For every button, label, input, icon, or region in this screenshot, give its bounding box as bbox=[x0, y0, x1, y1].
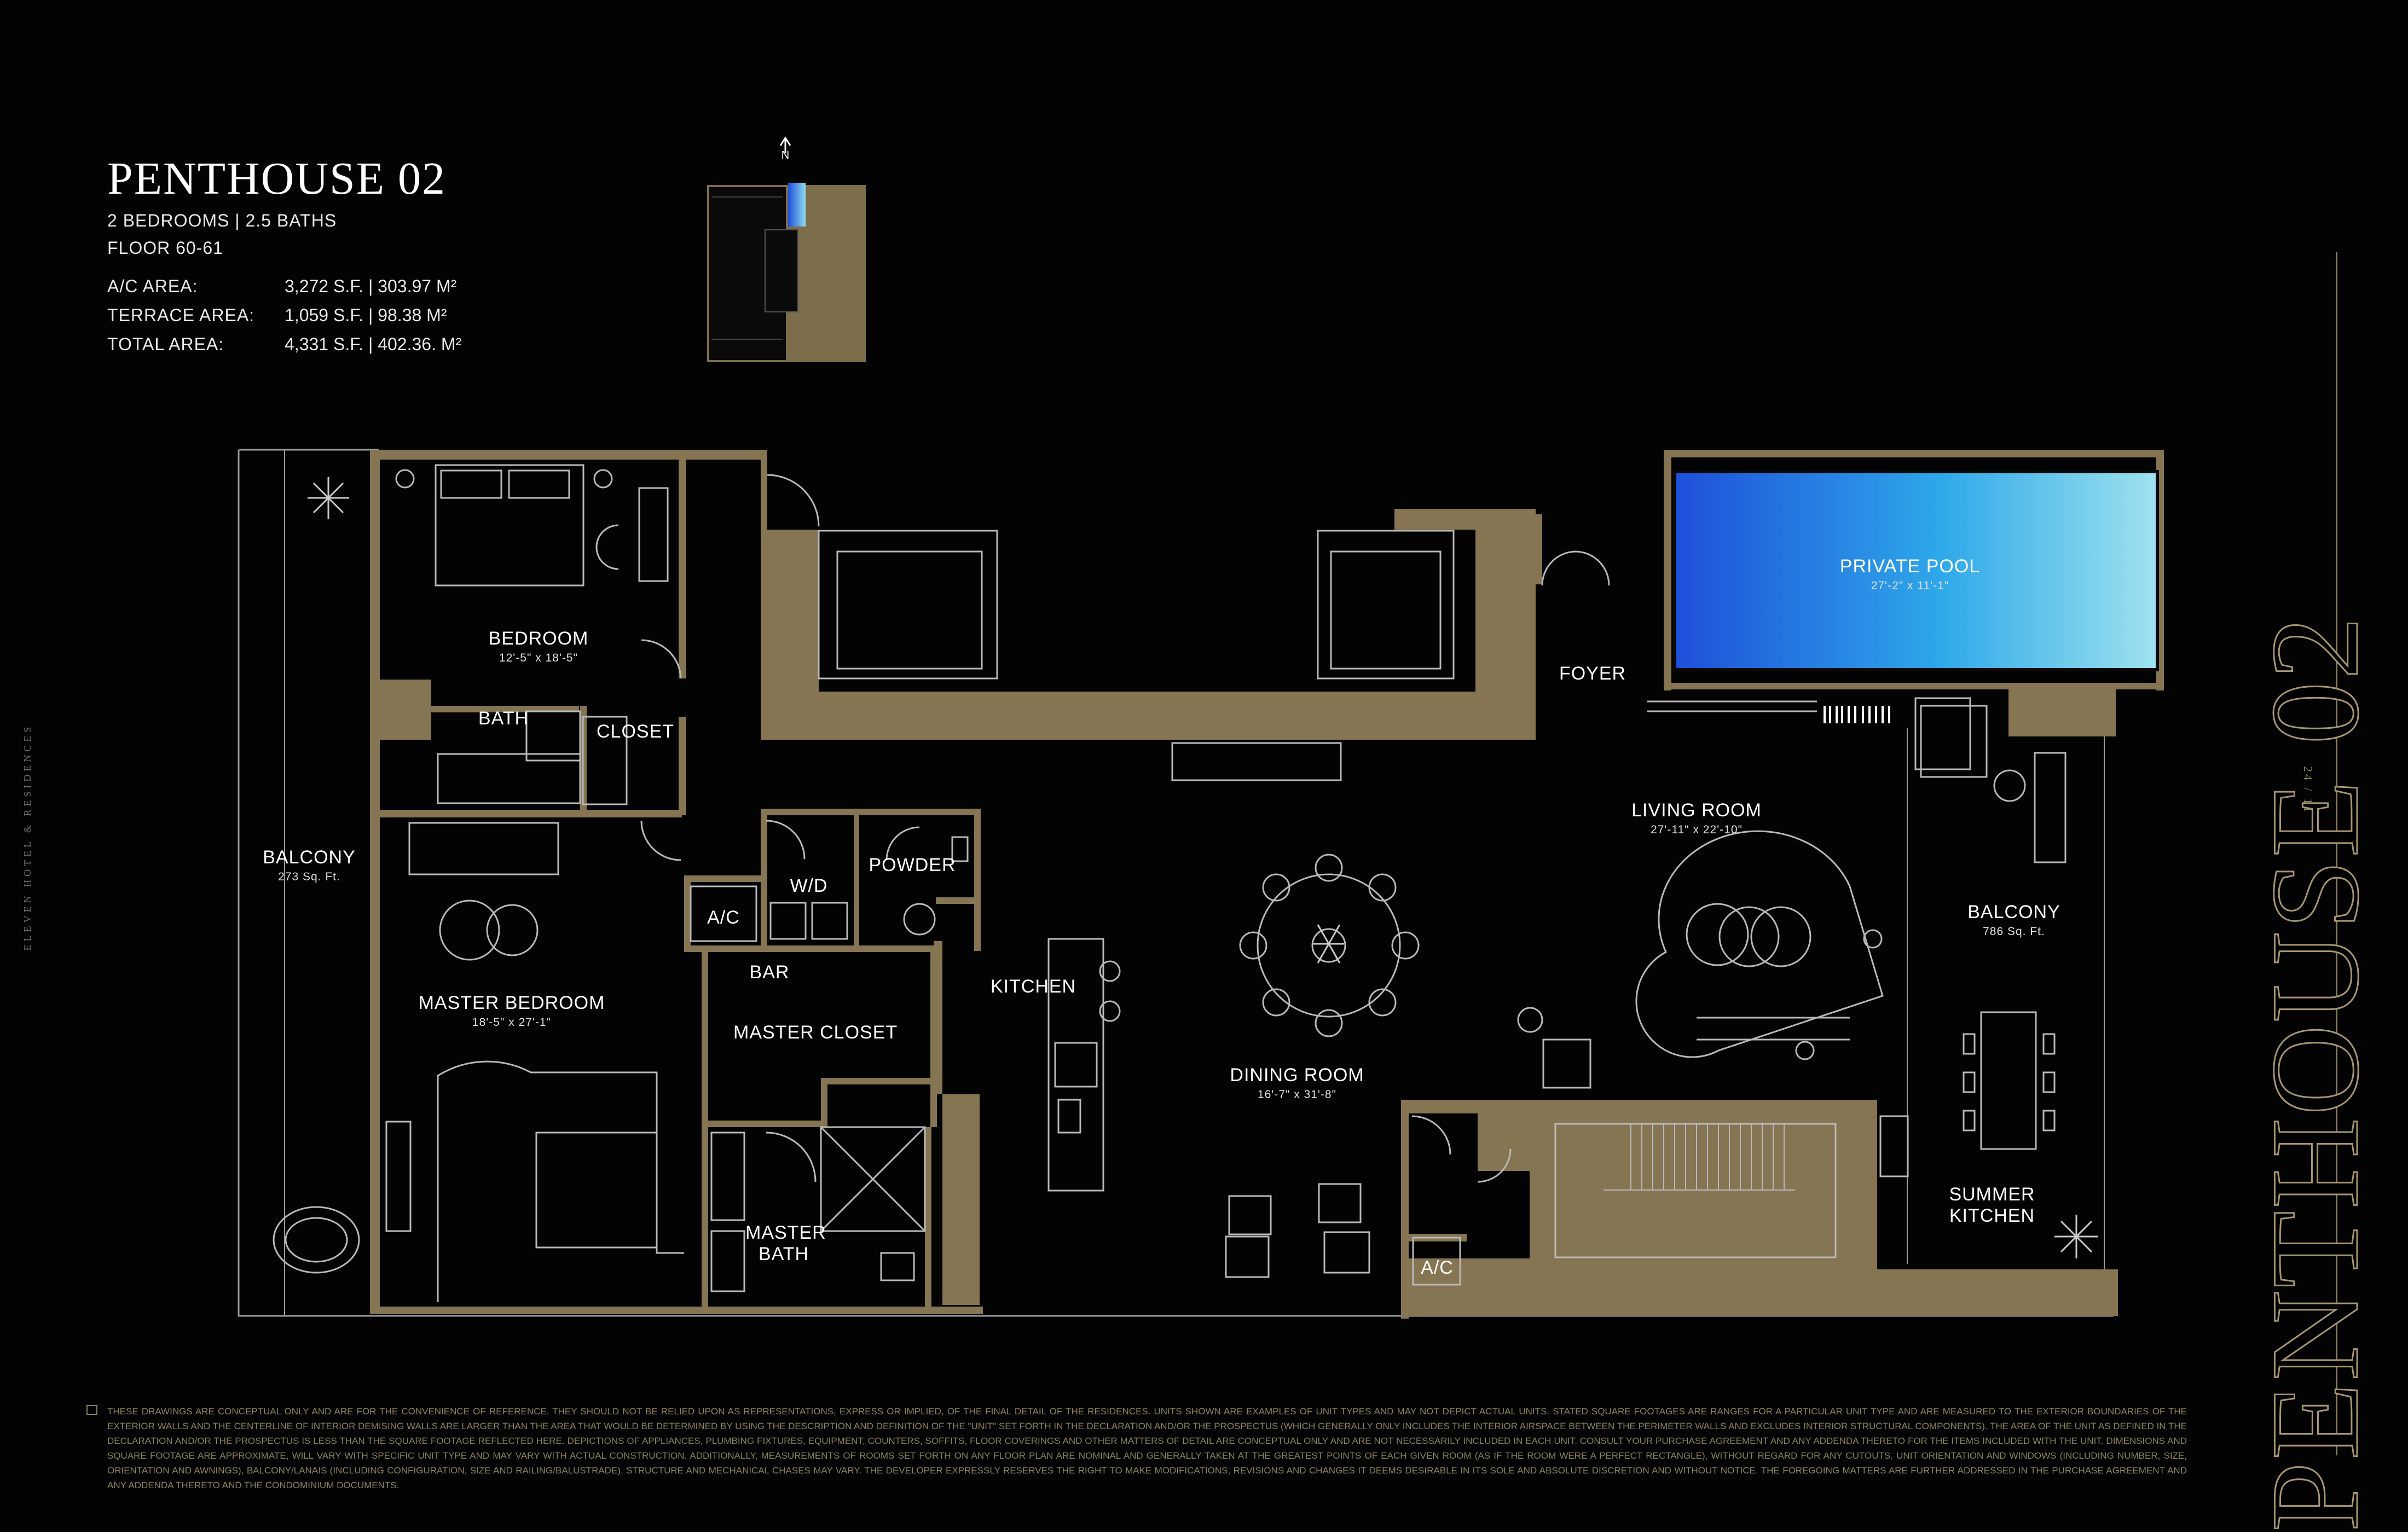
room-wd: W/D bbox=[782, 875, 836, 897]
room-ac-2-name: A/C bbox=[1421, 1257, 1454, 1278]
room-bedroom-dims: 12'-5" x 18'-5" bbox=[499, 652, 578, 664]
room-master-closet-name: MASTER CLOSET bbox=[733, 1022, 898, 1043]
room-dining-room: DINING ROOM 16'-7" x 31'-8" bbox=[1215, 1065, 1379, 1101]
room-living-room: LIVING ROOM 27'-11" x 22'-10" bbox=[1614, 800, 1779, 837]
room-closet: CLOSET bbox=[597, 721, 675, 742]
stat-terrace-label: TERRACE AREA: bbox=[107, 305, 255, 325]
stat-ac-value: 3,272 S.F. | 303.97 M² bbox=[285, 276, 457, 296]
home-icon bbox=[86, 1405, 97, 1415]
room-balcony-east: BALCONY 786 Sq. Ft. bbox=[1959, 902, 2069, 938]
room-foyer: FOYER bbox=[1554, 663, 1631, 684]
unit-title: PENTHOUSE 02 bbox=[107, 153, 447, 204]
stat-ac-label: A/C AREA: bbox=[107, 276, 198, 296]
room-ac-1: A/C bbox=[696, 907, 751, 929]
room-master-closet: MASTER CLOSET bbox=[733, 1022, 898, 1043]
stat-total-value: 4,331 S.F. | 402.36. M² bbox=[285, 334, 462, 354]
room-private-pool-dims: 27'-2" x 11'-1" bbox=[1871, 579, 1949, 592]
room-ac-1-name: A/C bbox=[707, 907, 740, 928]
stat-total-label: TOTAL AREA: bbox=[107, 334, 224, 354]
unit-layout: 2 BEDROOMS | 2.5 BATHS bbox=[107, 211, 337, 230]
room-balcony-east-name: BALCONY bbox=[1967, 902, 2060, 922]
room-balcony-west-name: BALCONY bbox=[263, 847, 356, 868]
room-balcony-east-dims: 786 Sq. Ft. bbox=[1983, 925, 2045, 938]
room-foyer-name: FOYER bbox=[1559, 663, 1626, 684]
room-balcony-west: BALCONY 273 Sq. Ft. bbox=[254, 847, 364, 884]
key-plan-unit-highlight bbox=[788, 183, 806, 227]
room-closet-name: CLOSET bbox=[597, 721, 675, 742]
room-master-bedroom-name: MASTER BEDROOM bbox=[418, 993, 605, 1013]
room-bedroom-name: BEDROOM bbox=[488, 628, 589, 649]
room-master-bath-name-1: MASTER bbox=[745, 1222, 826, 1243]
room-bar: BAR bbox=[748, 962, 791, 983]
room-summer-kitchen: SUMMER KITCHEN bbox=[1948, 1184, 2036, 1227]
room-powder-name: POWDER bbox=[869, 855, 956, 875]
unit-floor: FLOOR 60-61 bbox=[107, 238, 223, 258]
north-label: N bbox=[782, 149, 789, 161]
room-kitchen-name: KITCHEN bbox=[990, 976, 1076, 997]
pool-equipment-grille bbox=[1824, 706, 1890, 723]
side-divider-line bbox=[2336, 252, 2337, 1455]
furniture-linework bbox=[273, 464, 2067, 1302]
room-balcony-west-dims: 273 Sq. Ft. bbox=[278, 871, 340, 883]
room-summer-kitchen-name-1: SUMMER bbox=[1949, 1184, 2035, 1205]
room-master-bedroom: MASTER BEDROOM 18'-5" x 27'-1" bbox=[416, 993, 607, 1029]
room-wd-name: W/D bbox=[790, 875, 828, 896]
room-private-pool: PRIVATE POOL 27'-2" x 11'-1" bbox=[1828, 556, 1992, 593]
room-master-bedroom-dims: 18'-5" x 27'-1" bbox=[472, 1016, 552, 1029]
private-pool-water bbox=[1675, 472, 2157, 670]
room-master-bath-name-2: BATH bbox=[758, 1244, 809, 1264]
room-living-room-dims: 27'-11" x 22'-10" bbox=[1651, 823, 1743, 836]
walls bbox=[370, 450, 2164, 1319]
plant-icons bbox=[308, 477, 2098, 1258]
room-master-bath: MASTER BATH bbox=[745, 1222, 826, 1265]
north-arrow-icon bbox=[779, 136, 791, 153]
room-dining-room-name: DINING ROOM bbox=[1230, 1065, 1364, 1086]
key-plan: N bbox=[707, 136, 866, 362]
legal-disclaimer: THESE DRAWINGS ARE CONCEPTUAL ONLY AND A… bbox=[107, 1406, 2187, 1490]
room-private-pool-name: PRIVATE POOL bbox=[1839, 556, 1981, 577]
room-dining-room-dims: 16'-7" x 31'-8" bbox=[1257, 1088, 1337, 1101]
room-kitchen: KITCHEN bbox=[989, 976, 1077, 997]
room-summer-kitchen-name-2: KITCHEN bbox=[1949, 1205, 2035, 1226]
room-living-room-name: LIVING ROOM bbox=[1631, 800, 1762, 821]
room-bar-name: BAR bbox=[749, 962, 790, 983]
room-bath-name: BATH bbox=[478, 708, 529, 729]
room-powder: POWDER bbox=[866, 855, 959, 876]
room-ac-2: A/C bbox=[1410, 1257, 1465, 1279]
stat-terrace-value: 1,059 S.F. | 98.38 M² bbox=[285, 305, 447, 325]
room-bedroom: BEDROOM 12'-5" x 18'-5" bbox=[484, 628, 593, 665]
room-bath: BATH bbox=[476, 708, 531, 729]
